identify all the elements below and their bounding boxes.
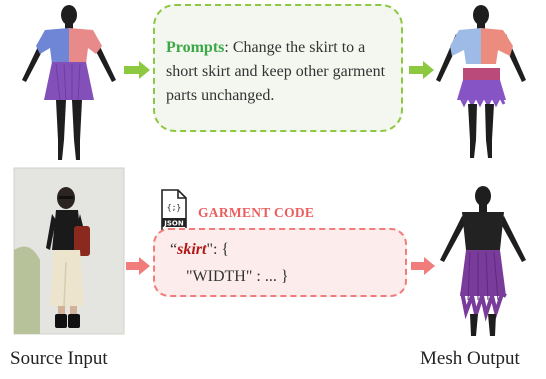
- output-mannequin-top-figure: [436, 5, 526, 158]
- garment-code-title: GARMENT CODE: [198, 205, 315, 220]
- arrow-icon-green-right: [409, 61, 434, 79]
- code-line-2: "WIDTH" : ... }: [186, 268, 289, 285]
- arrow-icon-green-left: [124, 61, 150, 79]
- source-photo-image: [13, 167, 125, 335]
- code-line-1-suffix: ": {: [206, 241, 230, 258]
- prompt-text: Prompts: Change the skirt to a short ski…: [166, 36, 396, 108]
- json-file-icon: {;} JSON: [161, 189, 187, 231]
- svg-text:{;}: {;}: [167, 203, 181, 212]
- arrow-icon-red-right: [411, 257, 435, 275]
- caption-mesh-output: Mesh Output: [420, 348, 520, 369]
- prompt-box: [153, 4, 403, 132]
- code-key: skirt: [177, 241, 207, 258]
- json-icon-label: JSON: [163, 220, 184, 228]
- prompt-keyword: Prompts: [166, 39, 225, 56]
- caption-source-input: Source Input: [10, 348, 108, 369]
- output-mannequin-bottom-figure: [440, 186, 526, 336]
- source-mannequin-figure: [22, 5, 116, 160]
- garment-code-box: [153, 228, 407, 297]
- prompt-body: : Change the skirt to a short skirt and …: [166, 39, 386, 104]
- code-line-1: “skirt": {: [170, 241, 230, 258]
- arrow-icon-red-left: [126, 257, 150, 275]
